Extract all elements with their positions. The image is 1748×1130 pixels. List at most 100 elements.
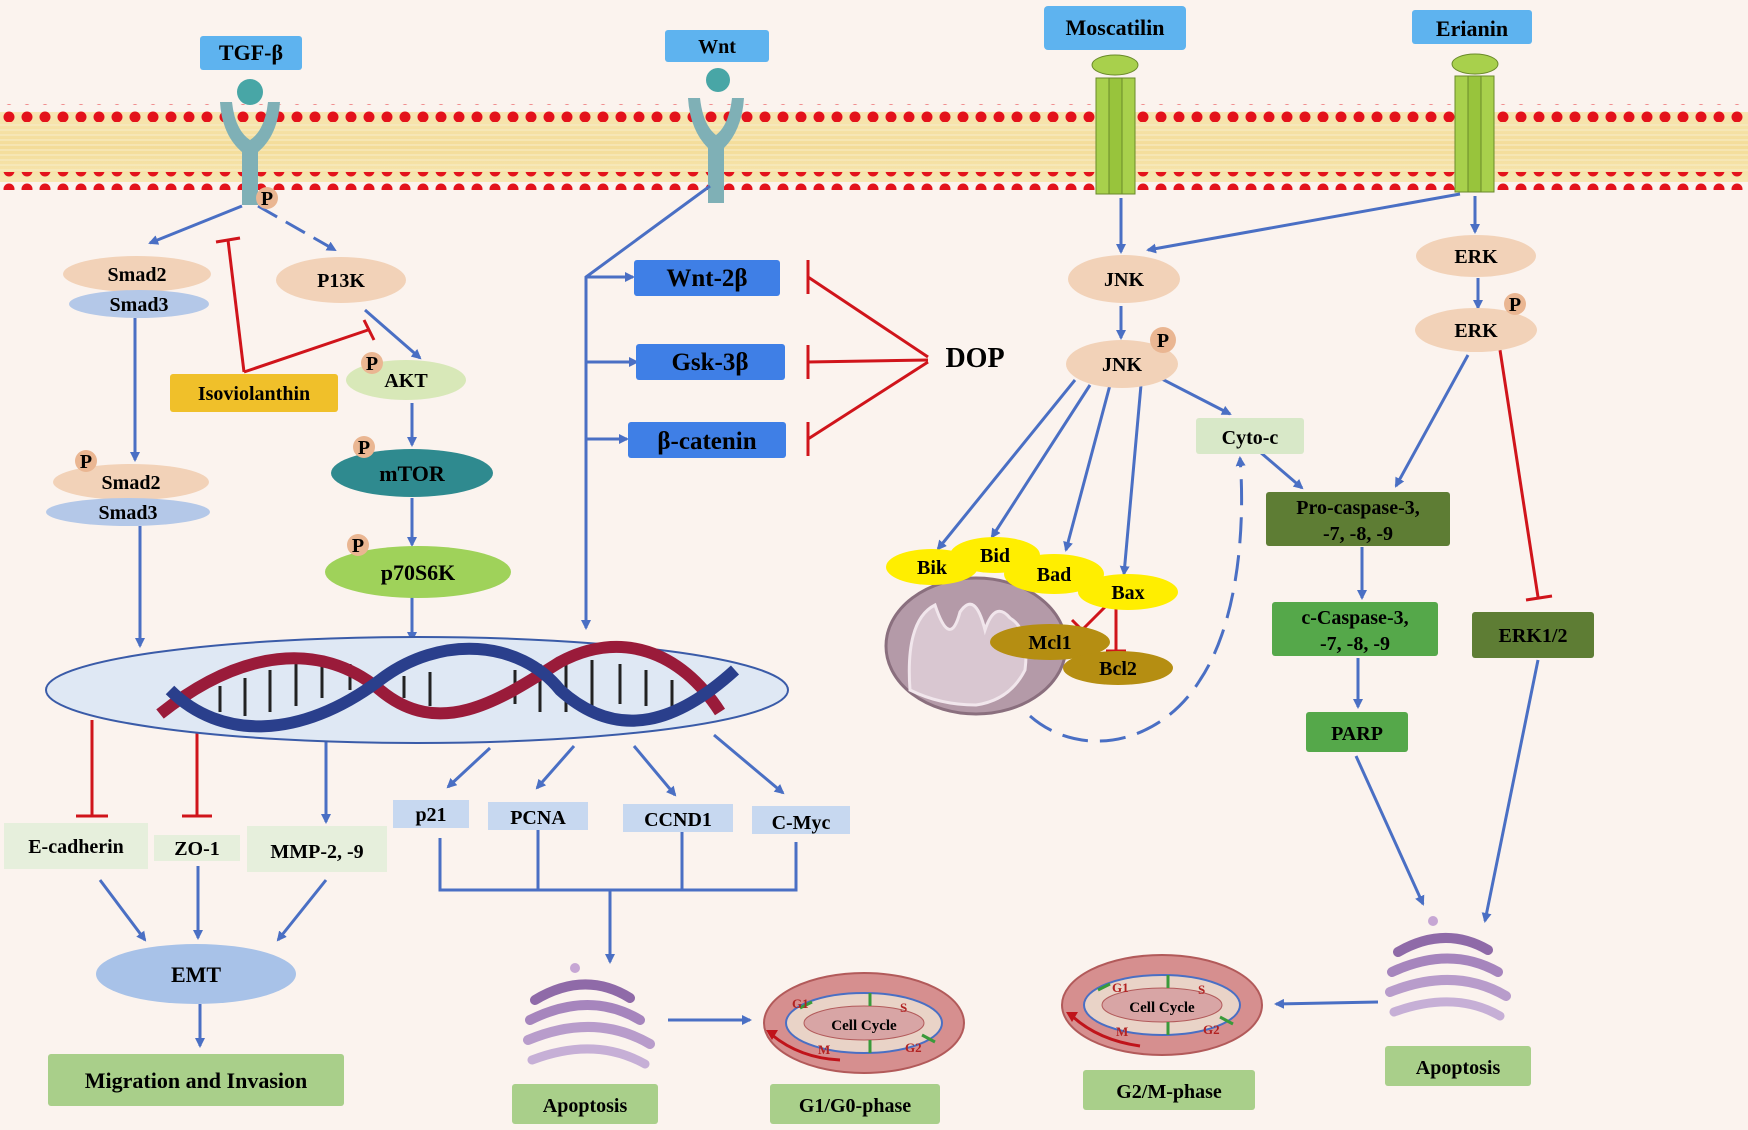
svg-text:G1: G1: [792, 996, 809, 1011]
mtor-node: mTOR P: [331, 436, 493, 497]
tgf-beta-ligand: TGF-β: [200, 36, 302, 70]
apoptosis-right-box: Apoptosis: [1385, 1046, 1531, 1086]
svg-text:P: P: [80, 451, 92, 473]
svg-text:G1/G0-phase: G1/G0-phase: [799, 1095, 911, 1117]
svg-text:G2: G2: [905, 1040, 922, 1055]
smad3-node: Smad3: [69, 290, 209, 318]
svg-text:S: S: [1198, 982, 1205, 997]
svg-text:JNK: JNK: [1104, 269, 1144, 291]
svg-text:ZO-1: ZO-1: [174, 838, 220, 860]
svg-text:EMT: EMT: [171, 962, 221, 987]
cell-cycle-icon-left: Cell Cycle G1 S G2 M: [763, 972, 965, 1074]
mitochondrion-icon: [884, 576, 1068, 716]
svg-text:-7, -8, -9: -7, -8, -9: [1323, 523, 1393, 545]
svg-text:Apoptosis: Apoptosis: [1416, 1057, 1501, 1079]
g2m-phase-box: G2/M-phase: [1083, 1070, 1255, 1110]
parp-box: PARP: [1306, 712, 1408, 752]
p-erk-node: ERK P: [1415, 293, 1537, 352]
mcl1-node: Mcl1: [990, 624, 1110, 660]
svg-text:p70S6K: p70S6K: [381, 560, 456, 585]
p70s6k-node: p70S6K P: [325, 534, 511, 598]
g1g0-phase-box: G1/G0-phase: [770, 1084, 940, 1124]
e-cadherin-box: E-cadherin: [4, 823, 148, 869]
dop-label: DOP: [945, 343, 1004, 374]
svg-text:Smad2: Smad2: [108, 264, 167, 286]
apoptosis-left-box: Apoptosis: [512, 1084, 658, 1124]
svg-text:P: P: [1157, 330, 1169, 352]
erianin-label: Erianin: [1436, 16, 1508, 41]
mmp-box: MMP-2, -9: [247, 826, 387, 872]
svg-text:P: P: [1509, 294, 1521, 316]
svg-text:Mcl1: Mcl1: [1028, 632, 1071, 654]
wnt-receptor: [688, 68, 744, 203]
svg-text:Cell Cycle: Cell Cycle: [831, 1018, 897, 1034]
svg-text:Bad: Bad: [1037, 564, 1071, 586]
emt-node: EMT: [96, 944, 296, 1004]
svg-text:G2: G2: [1203, 1022, 1220, 1037]
erk-node: ERK: [1416, 235, 1536, 277]
svg-text:P13K: P13K: [317, 270, 365, 292]
svg-text:P: P: [358, 437, 370, 459]
p21-box: p21: [393, 800, 469, 828]
erk12-box: ERK1/2: [1472, 612, 1594, 658]
wnt-ligand: Wnt: [665, 30, 769, 62]
procaspase-box: Pro-caspase-3, -7, -8, -9: [1266, 492, 1450, 546]
svg-text:S: S: [900, 1000, 907, 1015]
svg-text:Bik: Bik: [917, 557, 948, 579]
tgf-beta-receptor: [220, 79, 280, 205]
erianin-ligand: Erianin: [1412, 10, 1532, 44]
p13k-node: P13K: [276, 257, 406, 303]
p-smad3-node: Smad3: [46, 498, 210, 526]
svg-text:Cell Cycle: Cell Cycle: [1129, 1000, 1195, 1016]
ccnd1-box: CCND1: [623, 804, 733, 832]
svg-text:Smad3: Smad3: [110, 294, 169, 316]
inhibition-lines: [76, 236, 1553, 818]
c-caspase-box: c-Caspase-3, -7, -8, -9: [1272, 602, 1438, 656]
bad-node: Bad: [1004, 554, 1104, 594]
svg-text:JNK: JNK: [1102, 354, 1142, 376]
svg-text:Apoptosis: Apoptosis: [543, 1095, 628, 1117]
bcl2-node: Bcl2: [1063, 651, 1173, 685]
svg-text:β-catenin: β-catenin: [657, 428, 756, 455]
svg-text:-7, -8, -9: -7, -8, -9: [1320, 633, 1390, 655]
svg-text:C-Myc: C-Myc: [772, 812, 831, 834]
moscatilin-receptor: [1091, 54, 1139, 195]
jnk-node: JNK: [1068, 255, 1180, 303]
b-catenin-box: β-catenin: [628, 422, 786, 458]
gsk3b-box: Gsk-3β: [636, 344, 785, 380]
svg-text:MMP-2, -9: MMP-2, -9: [270, 841, 363, 863]
zo1-box: ZO-1: [154, 835, 240, 861]
svg-text:ERK1/2: ERK1/2: [1499, 625, 1568, 647]
svg-text:AKT: AKT: [384, 370, 428, 392]
svg-text:M: M: [1116, 1024, 1128, 1039]
p-smad2-node: Smad2 P: [53, 450, 209, 500]
golgi-icon-left: [523, 963, 655, 1069]
svg-text:ERK: ERK: [1454, 320, 1498, 342]
svg-text:PARP: PARP: [1331, 723, 1383, 745]
tgf-beta-label: TGF-β: [219, 40, 283, 65]
isoviolanthin-box: Isoviolanthin: [170, 374, 338, 412]
svg-text:Gsk-3β: Gsk-3β: [671, 349, 748, 376]
svg-text:Smad3: Smad3: [99, 502, 158, 524]
migration-invasion-box: Migration and Invasion: [48, 1054, 344, 1106]
svg-text:Pro-caspase-3,: Pro-caspase-3,: [1296, 497, 1420, 519]
moscatilin-label: Moscatilin: [1066, 15, 1165, 40]
svg-text:p21: p21: [415, 804, 446, 826]
svg-text:ERK: ERK: [1454, 246, 1498, 268]
erianin-receptor: [1451, 53, 1499, 193]
wnt2b-box: Wnt-2β: [634, 260, 780, 296]
golgi-icon-right: [1385, 916, 1511, 1021]
bax-node: Bax: [1078, 574, 1178, 610]
svg-text:c-Caspase-3,: c-Caspase-3,: [1301, 607, 1408, 629]
svg-text:PCNA: PCNA: [510, 807, 566, 829]
svg-text:Bax: Bax: [1111, 582, 1144, 604]
svg-text:G1: G1: [1112, 980, 1129, 995]
svg-text:Migration and Invasion: Migration and Invasion: [85, 1068, 308, 1093]
svg-text:Bcl2: Bcl2: [1099, 658, 1137, 680]
svg-text:M: M: [818, 1042, 830, 1057]
cyto-c-box: Cyto-c: [1196, 418, 1304, 454]
svg-text:Cyto-c: Cyto-c: [1222, 427, 1279, 449]
activation-arrows: [98, 184, 1540, 1048]
svg-text:CCND1: CCND1: [644, 809, 712, 831]
